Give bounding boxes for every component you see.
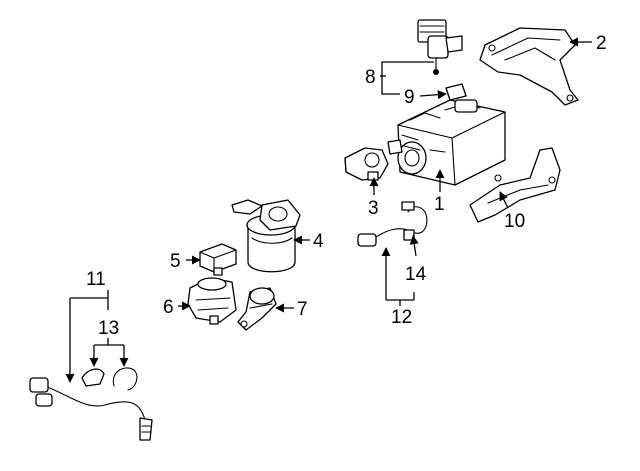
callout-1: 1: [434, 194, 445, 215]
callout-labels: 1 2 3 4 5 6 7 8 9 10 11 12 13 14: [86, 33, 607, 339]
callout-10: 10: [504, 211, 525, 232]
sensor-part: [344, 147, 389, 181]
leader-lines: [70, 37, 592, 382]
valve-part: [237, 287, 277, 331]
bracket-part: [479, 27, 579, 106]
callout-2: 2: [596, 33, 607, 54]
callout-4: 4: [313, 231, 324, 252]
callout-13: 13: [98, 318, 119, 339]
vsv-part: [417, 19, 463, 75]
callout-11: 11: [86, 269, 106, 290]
filter-part: [231, 199, 301, 273]
oxygen-sensor-part: [29, 367, 153, 441]
cushion-part: [445, 83, 467, 101]
callout-9: 9: [404, 87, 415, 108]
callout-7: 7: [297, 299, 308, 320]
callout-12: 12: [391, 307, 412, 328]
callout-8: 8: [365, 67, 376, 88]
switch-part: [199, 243, 237, 276]
pump-part: [187, 277, 237, 325]
canister-part: [387, 99, 506, 186]
callout-3: 3: [368, 198, 379, 219]
bracket-lower-part: [469, 147, 561, 223]
callout-5: 5: [170, 251, 181, 272]
callout-14: 14: [405, 264, 427, 285]
harness-part: [357, 201, 428, 247]
callout-6: 6: [163, 297, 174, 318]
